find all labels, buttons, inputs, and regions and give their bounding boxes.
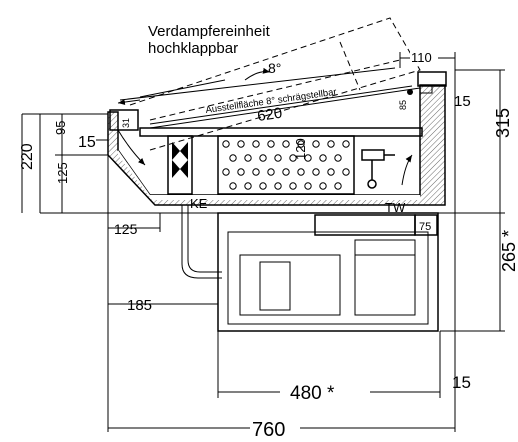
- dim-125-v: 125: [55, 162, 70, 184]
- angle-ref-line: [139, 79, 226, 98]
- dim-220: 220: [19, 143, 36, 170]
- coil-tube: [282, 140, 290, 148]
- coil-tube: [297, 168, 305, 176]
- coil-tube: [334, 154, 342, 162]
- coil-tube: [267, 140, 275, 148]
- coil-tube: [252, 168, 260, 176]
- coil-tube: [297, 140, 305, 148]
- dim-31: 31: [121, 118, 131, 128]
- title-line2: hochklappbar: [148, 40, 238, 57]
- dim-120: 120: [293, 138, 308, 160]
- raised-evaporator-outline: [129, 17, 421, 151]
- dim-480: 480 *: [290, 383, 335, 404]
- top-right-cover: [417, 71, 447, 87]
- dim-75: 75: [419, 221, 431, 233]
- angle-arrow: [244, 67, 271, 81]
- dim-315: 315: [493, 108, 513, 138]
- dim-265: 265 *: [499, 230, 518, 272]
- coil-tube: [244, 182, 252, 190]
- coil-tube: [327, 168, 335, 176]
- coil-tube: [252, 140, 260, 148]
- dim-185: 185: [127, 297, 152, 314]
- front-rail: [109, 109, 139, 131]
- coil-tube: [229, 154, 237, 162]
- evaporator-coil: [217, 135, 355, 195]
- coil-tube: [327, 140, 335, 148]
- dim-15-top: 15: [454, 93, 471, 110]
- coil-tube: [319, 154, 327, 162]
- drain-pipe: [181, 205, 222, 279]
- coil-tube: [334, 182, 342, 190]
- coil-tube: [244, 154, 252, 162]
- coil-tube: [342, 168, 350, 176]
- dim-125-h: 125: [114, 221, 138, 237]
- fan-block: [167, 135, 193, 195]
- shelf-tray: [139, 127, 423, 137]
- coil-tube: [304, 182, 312, 190]
- coil-tube: [304, 154, 312, 162]
- coil-tube: [342, 140, 350, 148]
- expansion-valve: [361, 149, 395, 189]
- coil-tube: [222, 168, 230, 176]
- coil-tube: [267, 168, 275, 176]
- coil-tube: [237, 168, 245, 176]
- coil-tube: [289, 154, 297, 162]
- coil-tube: [312, 140, 320, 148]
- coil-tube: [289, 182, 297, 190]
- coil-tube: [312, 168, 320, 176]
- coil-tube: [259, 182, 267, 190]
- coil-tube: [237, 140, 245, 148]
- coil-tube: [229, 182, 237, 190]
- dim-85: 85: [398, 100, 408, 110]
- dim-15-left: 15: [78, 134, 96, 151]
- coil-tube: [282, 168, 290, 176]
- coil-tube: [222, 140, 230, 148]
- dim-760: 760: [252, 419, 285, 441]
- dim-620: 620: [256, 105, 283, 125]
- title-line1: Verdampfereinheit: [148, 23, 271, 40]
- dim-95: 95: [53, 121, 68, 135]
- condensing-unit: [217, 212, 439, 332]
- label-ke: KE: [190, 196, 208, 211]
- angle-label: 8°: [268, 60, 281, 76]
- coil-tube: [259, 154, 267, 162]
- label-tw: TW: [385, 200, 406, 215]
- airflow-left: [117, 129, 146, 166]
- dim-15-bottom: 15: [452, 373, 471, 392]
- top-right-clip: [419, 84, 433, 94]
- dim-110: 110: [411, 50, 432, 65]
- coil-tube: [319, 182, 327, 190]
- coil-tube: [274, 154, 282, 162]
- left-arrow: [117, 99, 141, 106]
- coil-tube: [274, 182, 282, 190]
- airflow-right: [401, 154, 413, 186]
